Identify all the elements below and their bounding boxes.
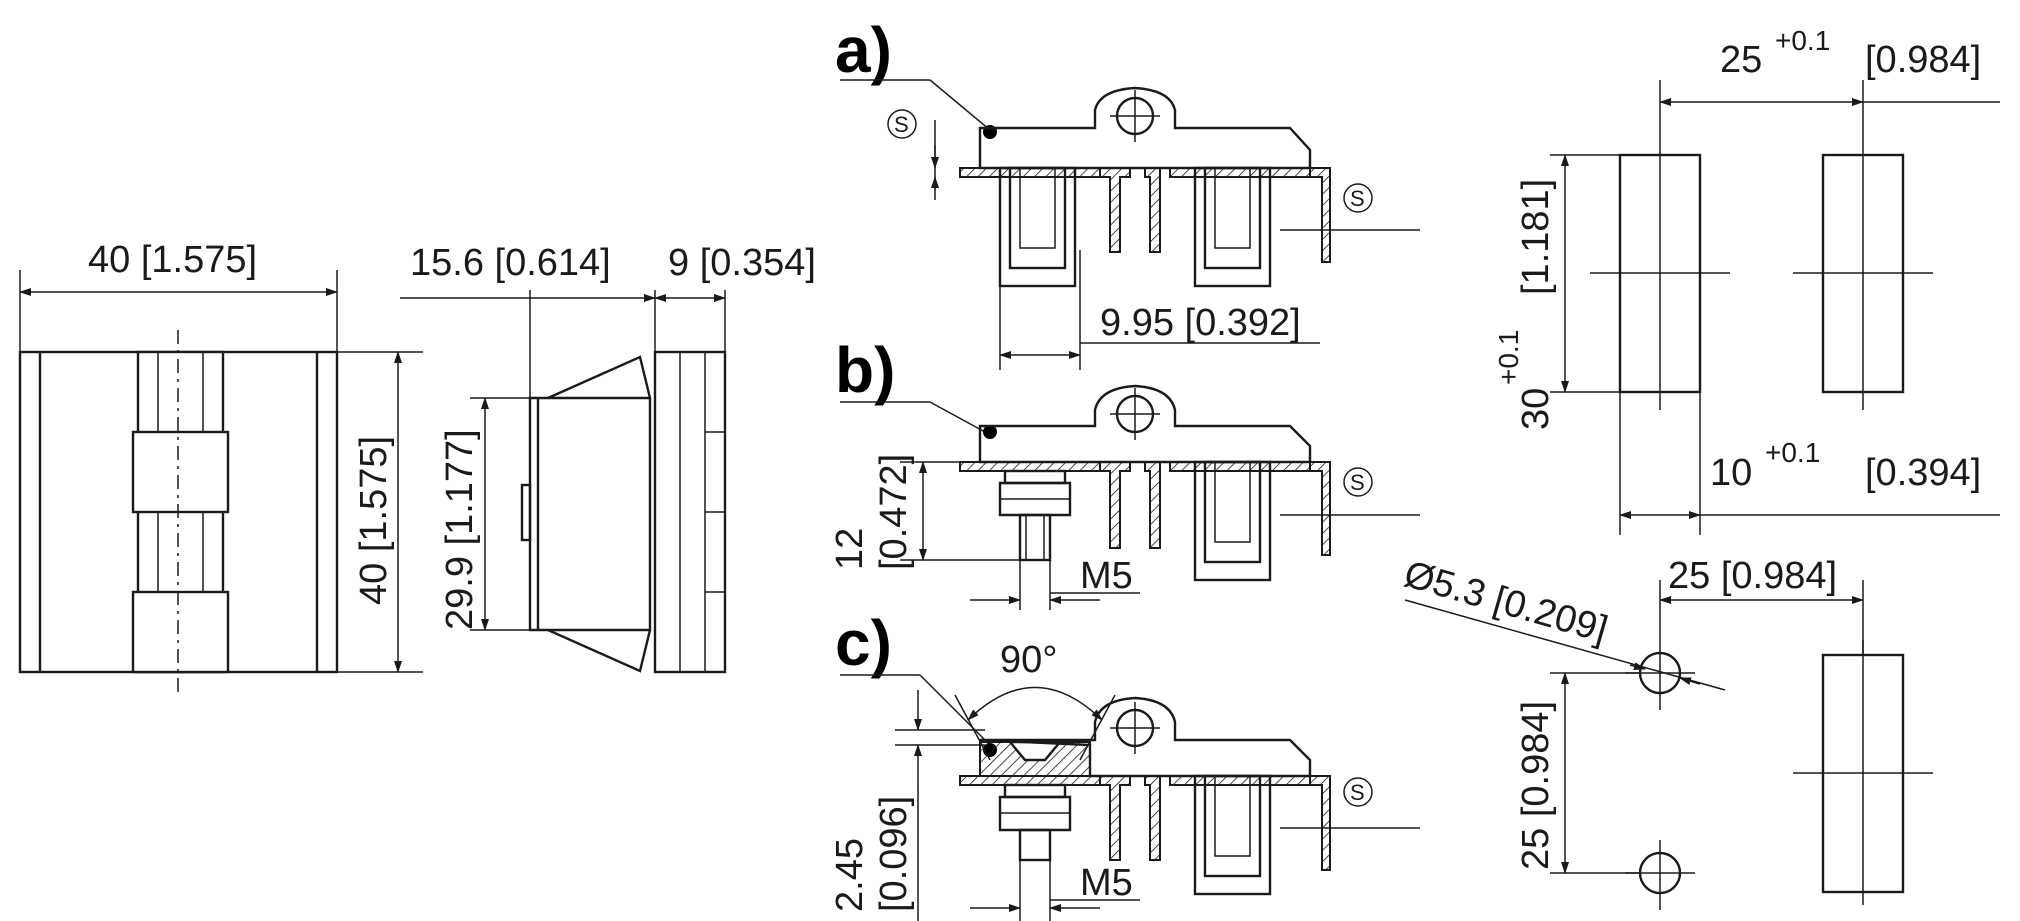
front-height-dim: 40 [1.575] [353, 436, 395, 605]
cutout-width-in: [0.394] [1865, 452, 1981, 494]
cutout-hole-pitch-h: 25 [0.984] [1668, 555, 1837, 597]
cutout-pitch-base: 25 [1720, 39, 1762, 81]
view-c-depth-dim: 2.45 [829, 838, 871, 912]
cutout-pitch-tol: +0.1 [1775, 25, 1830, 56]
view-c-thread-dim: M5 [1080, 862, 1133, 904]
cutout-hole-pitch-v: 25 [0.984] [1515, 701, 1557, 870]
cutout-rectangular: 25 +0.1 [0.984] 30 +0.1 [1.181] 10 +0.1 … [1493, 25, 2000, 535]
side-view: 15.6 [0.614] 9 [0.354] 29.9 [1.177] [400, 242, 816, 674]
side-depth-dim: 15.6 [0.614] [410, 242, 611, 284]
cutout-pitch-in: [0.984] [1865, 39, 1981, 81]
side-height-dim: 29.9 [1.177] [439, 429, 481, 630]
cutout-height-tol: +0.1 [1493, 330, 1524, 385]
cutout-height-base: 30 [1515, 388, 1557, 430]
view-a-s-symbol-1: S [894, 112, 909, 137]
view-a-s-symbol-2: S [1350, 186, 1365, 211]
front-view: 40 [1.575] 40 [1.575] [18, 239, 423, 695]
cutout-width-base: 10 [1710, 452, 1752, 494]
view-c-label: c) [835, 607, 892, 679]
view-c-s-symbol: S [1350, 780, 1365, 805]
view-b-thread-dim: M5 [1080, 555, 1133, 597]
view-b-height-dim: 12 [829, 528, 871, 570]
cutout-holes: Ø5.3 [0.209] 25 [0.984] 25 [0.984] [1400, 553, 1933, 910]
view-a-label: a) [835, 14, 892, 86]
view-b-s-symbol: S [1350, 470, 1365, 495]
view-b-height-in-dim: [0.472] [873, 454, 915, 570]
section-view-b: b) S 12 [0.472] [829, 334, 1420, 610]
cutout-hole-diameter: Ø5.3 [0.209] [1400, 553, 1613, 651]
cutout-width-tol: +0.1 [1765, 437, 1820, 468]
front-width-dim: 40 [1.575] [88, 239, 257, 281]
side-leaf-dim: 9 [0.354] [668, 242, 816, 284]
view-b-label: b) [835, 334, 895, 406]
section-view-a: a) S S 9.95 [0.392] [835, 14, 1420, 370]
view-c-depth-in-dim: [0.096] [873, 796, 915, 912]
cutout-height-in: [1.181] [1515, 179, 1557, 295]
view-a-pitch-dim: 9.95 [0.392] [1100, 302, 1301, 344]
section-view-c: c) 90° S 2.45 [829, 607, 1420, 921]
view-c-angle-dim: 90° [1000, 639, 1057, 681]
